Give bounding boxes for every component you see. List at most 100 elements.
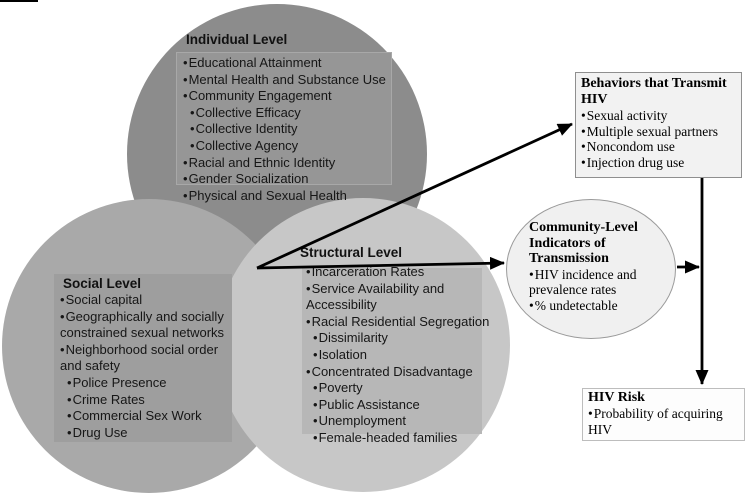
list-line: •Sexual activity	[581, 108, 736, 124]
list-line-text: Drug Use	[72, 424, 128, 440]
bullet-glyph: •	[60, 341, 65, 357]
list-line-text: Noncondom use	[586, 139, 675, 154]
list-line: •Dissimilarity	[313, 330, 489, 347]
structural-level-inner-box	[302, 268, 482, 434]
list-line-text: Service Availability and	[311, 280, 445, 296]
list-line: •Incarceration Rates	[306, 264, 489, 281]
bullet-glyph: •	[306, 264, 311, 279]
individual-level-list: •Educational Attainment•Mental Health an…	[183, 55, 386, 204]
bullet-glyph: •	[183, 88, 188, 104]
list-line-text: HIV incidence and prevalence rates	[529, 266, 637, 298]
list-line: •Isolation	[313, 347, 489, 364]
list-line: •Community Engagement	[183, 88, 386, 105]
bullet-glyph: •	[183, 55, 188, 70]
list-line: •Mental Health and Substance Use	[183, 72, 386, 89]
list-line-text: Injection drug use	[586, 154, 685, 170]
list-line-text: Isolation	[318, 346, 367, 362]
community-ellipse-title: Community-Level Indicators of Transmissi…	[529, 220, 638, 266]
list-line-text: Sexual activity	[586, 108, 668, 123]
community-level-indicators-content: Community-Level Indicators of Transmissi…	[529, 220, 655, 313]
bullet-glyph: •	[581, 154, 586, 170]
list-line: •Geographically and socially	[60, 309, 224, 326]
list-line: •Injection drug use	[581, 155, 736, 171]
bullet-glyph: •	[190, 121, 195, 137]
list-line-text: constrained sexual networks	[60, 325, 225, 341]
bullet-glyph: •	[529, 297, 534, 313]
list-line-text: Unemployment	[318, 413, 406, 429]
list-line: •Physical and Sexual Health	[183, 188, 386, 205]
list-line: •Social capital	[60, 292, 224, 309]
list-line-text: Accessibility	[306, 297, 377, 313]
list-line: •Probability of acquiring HIV	[588, 406, 739, 437]
list-line-text: Community Engagement	[188, 88, 332, 104]
bullet-glyph: •	[183, 71, 188, 87]
bullet-glyph: •	[67, 408, 72, 424]
list-line: •Collective Efficacy	[190, 105, 386, 122]
bullet-glyph: •	[588, 406, 593, 421]
social-level-list: •Social capital•Geographically and socia…	[60, 292, 224, 441]
list-line-text: Neighborhood social order	[65, 341, 219, 357]
structural-level-list: •Incarceration Rates•Service Availabilit…	[306, 264, 489, 447]
structural-level-title: Structural Level	[300, 245, 403, 260]
list-line: •Collective Agency	[190, 138, 386, 155]
list-line: •Poverty	[313, 380, 489, 397]
hiv-risk-box: HIV Risk •Probability of acquiring HIV	[582, 388, 745, 441]
list-line: •Gender Socialization	[183, 171, 386, 188]
list-line-text: Mental Health and Substance Use	[188, 71, 386, 87]
list-line: •Female-headed families	[313, 430, 489, 447]
bullet-glyph: •	[183, 187, 188, 203]
bullet-glyph: •	[313, 396, 318, 412]
behaviors-that-transmit-hiv-box: Behaviors that Transmit HIV •Sexual acti…	[575, 72, 742, 178]
list-line: •Drug Use	[67, 425, 224, 442]
list-line: •Educational Attainment	[183, 55, 386, 72]
list-line-text: Crime Rates	[72, 391, 145, 407]
bullet-glyph: •	[313, 380, 318, 396]
list-line: constrained sexual networks	[60, 325, 224, 342]
bullet-glyph: •	[313, 413, 318, 429]
list-line: •Unemployment	[313, 413, 489, 430]
behaviors-box-list: •Sexual activity•Multiple sexual partner…	[581, 108, 736, 170]
list-line-text: and safety	[60, 358, 120, 374]
list-line: •Service Availability and	[306, 281, 489, 298]
social-level-inner-box	[54, 274, 232, 442]
list-line-text: Educational Attainment	[188, 55, 322, 70]
individual-level-title: Individual Level	[186, 32, 288, 47]
bullet-glyph: •	[190, 137, 195, 153]
bullet-glyph: •	[306, 313, 311, 329]
bullet-glyph: •	[529, 266, 534, 282]
bullet-glyph: •	[581, 108, 586, 123]
list-line-text: Probability of acquiring HIV	[588, 406, 723, 437]
bullet-glyph: •	[190, 104, 195, 120]
list-line: •Commercial Sex Work	[67, 408, 224, 425]
list-line-text: Public Assistance	[318, 396, 420, 412]
bullet-glyph: •	[306, 280, 311, 296]
bullet-glyph: •	[313, 330, 318, 346]
list-line: •Multiple sexual partners	[581, 124, 736, 140]
bullet-glyph: •	[60, 308, 65, 324]
bullet-glyph: •	[313, 346, 318, 362]
hiv-risk-list: •Probability of acquiring HIV	[588, 406, 739, 437]
list-line-text: Dissimilarity	[318, 330, 388, 346]
behaviors-box-title: Behaviors that Transmit HIV	[581, 76, 727, 107]
bullet-glyph: •	[183, 171, 188, 187]
list-line-text: Multiple sexual partners	[586, 123, 718, 139]
top-left-border-line	[0, 0, 38, 2]
list-line-text: Collective Efficacy	[195, 104, 301, 120]
list-line: •Racial and Ethnic Identity	[183, 155, 386, 172]
list-line: •Collective Identity	[190, 121, 386, 138]
list-line-text: Female-headed families	[318, 429, 458, 445]
list-line: •Police Presence	[67, 375, 224, 392]
bullet-glyph: •	[313, 429, 318, 445]
list-line: •Noncondom use	[581, 139, 736, 155]
list-line-text: Police Presence	[72, 374, 167, 390]
list-line-text: Incarceration Rates	[311, 264, 425, 279]
list-line-text: Commercial Sex Work	[72, 408, 202, 424]
list-line: •Neighborhood social order	[60, 342, 224, 359]
bullet-glyph: •	[581, 139, 586, 154]
list-line: •% undetectable	[529, 298, 655, 314]
list-line-text: Physical and Sexual Health	[188, 187, 347, 203]
list-line-text: Racial and Ethnic Identity	[188, 154, 336, 170]
list-line-text: Social capital	[65, 292, 143, 307]
list-line-text: Collective Identity	[195, 121, 298, 137]
